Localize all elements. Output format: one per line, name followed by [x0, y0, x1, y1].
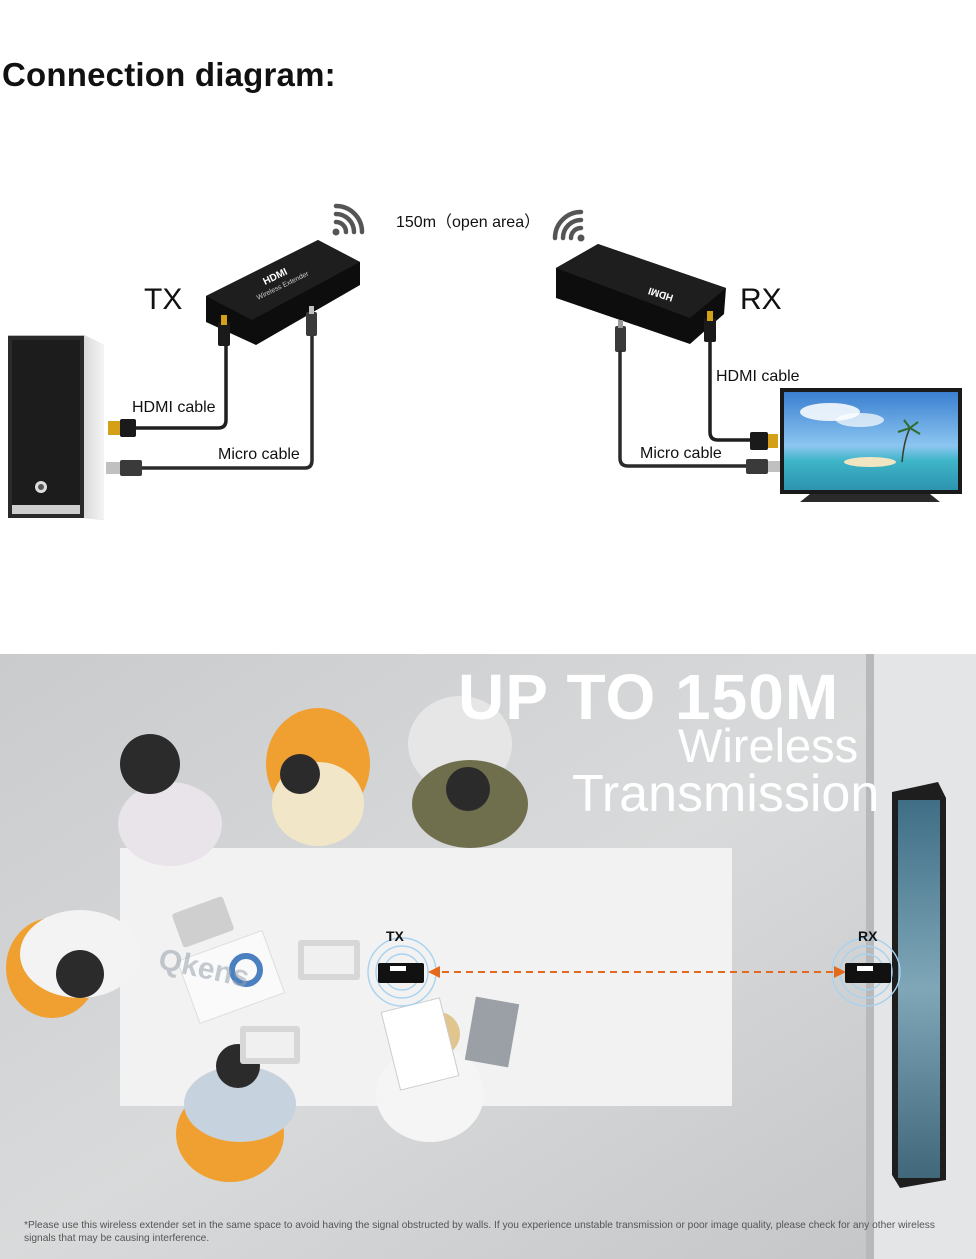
- connection-diagram: HDMI Wireless Extender HDMI: [8, 203, 962, 520]
- tx-hdmi-cable-label: HDMI cable: [132, 399, 216, 416]
- pc-tower-icon: [8, 335, 104, 520]
- meeting-room-scene: [0, 654, 976, 1259]
- usb-plug-icon: [746, 459, 780, 474]
- tx-cables: [124, 330, 314, 470]
- rx-label: RX: [740, 283, 782, 316]
- scene-tx-tag: TX: [386, 928, 404, 944]
- rx-mini-device-icon: [845, 963, 891, 983]
- wifi-rx-icon: [552, 209, 585, 242]
- banner-line-wireless: Wireless: [678, 719, 859, 772]
- arrow-left-icon: [428, 966, 440, 978]
- rx-hdmi-cable-label: HDMI cable: [716, 368, 800, 385]
- banner-line-transmission: Transmission: [572, 765, 880, 823]
- wall-tv-icon: [892, 782, 946, 1188]
- tv-icon: [780, 388, 962, 502]
- arrow-right-icon: [834, 966, 846, 978]
- rx-device-icon: HDMI: [556, 244, 726, 352]
- range-label: 150m（open area）: [396, 214, 541, 231]
- laptops: [172, 896, 360, 1064]
- footnote: *Please use this wireless extender set i…: [24, 1220, 935, 1244]
- banner-headline: UP TO 150M: [458, 661, 840, 733]
- tx-label: TX: [144, 283, 183, 316]
- wifi-tx-icon: [332, 203, 365, 236]
- usb-plug-icon: [106, 460, 142, 476]
- documents: [176, 929, 520, 1091]
- scene-rx-tag: RX: [858, 928, 878, 944]
- hdmi-plug-icon: [750, 432, 778, 450]
- rx-micro-cable-label: Micro cable: [640, 445, 722, 462]
- tx-mini-device-icon: [378, 963, 424, 983]
- tx-device-icon: HDMI Wireless Extender: [206, 240, 360, 346]
- hdmi-plug-icon: [108, 419, 136, 437]
- rx-cables: [618, 340, 754, 468]
- page-title: Connection diagram:: [2, 56, 336, 93]
- tx-micro-cable-label: Micro cable: [218, 446, 300, 463]
